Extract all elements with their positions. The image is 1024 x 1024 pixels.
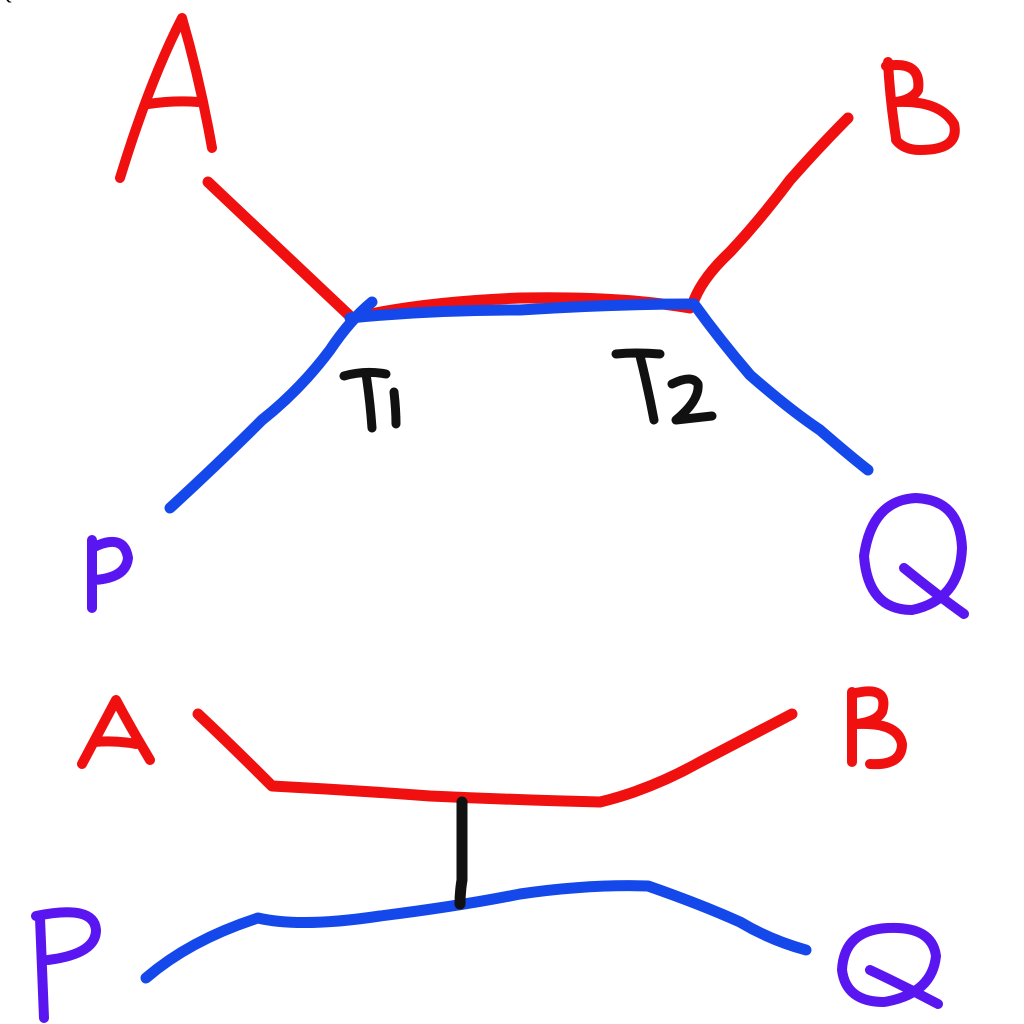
top-red-strand-b-arm [686,112,854,312]
bottom-diagram: A B P Q [0,0,943,1023]
bottom-red-strand [192,708,798,808]
bottom-blue-strand [140,880,812,984]
bottom-label-b: B [0,0,907,770]
bottom-label-a: A [0,0,155,769]
top-diagram: A B P Q T1 [0,0,969,619]
svg-text:B: B [0,0,11,4]
bottom-label-q: Q [0,0,943,1009]
top-blue-strand-p-arm [164,296,378,514]
svg-text:B: B [0,0,11,4]
bottom-label-p: P [0,0,101,1023]
svg-text:P: P [0,0,9,4]
svg-text:P: P [0,0,9,4]
top-label-a: A [0,0,217,183]
top-blue-strand-middle [344,298,700,324]
top-blue-strand-q-arm [688,298,874,476]
bottom-black-connector [454,796,468,910]
svg-text:T1: T1 [0,0,18,4]
svg-text:Q: Q [0,0,12,4]
svg-text:T2: T2 [0,0,18,4]
svg-text:A: A [0,0,12,4]
svg-text:A: A [0,0,12,4]
top-red-strand-a-arm [202,176,358,324]
top-label-p: P [0,0,133,613]
top-label-t2: T2 [0,0,717,425]
top-label-q: Q [0,0,969,619]
top-label-t1: T1 [0,0,401,433]
top-label-b: B [0,0,960,155]
svg-text:Q: Q [0,0,12,4]
